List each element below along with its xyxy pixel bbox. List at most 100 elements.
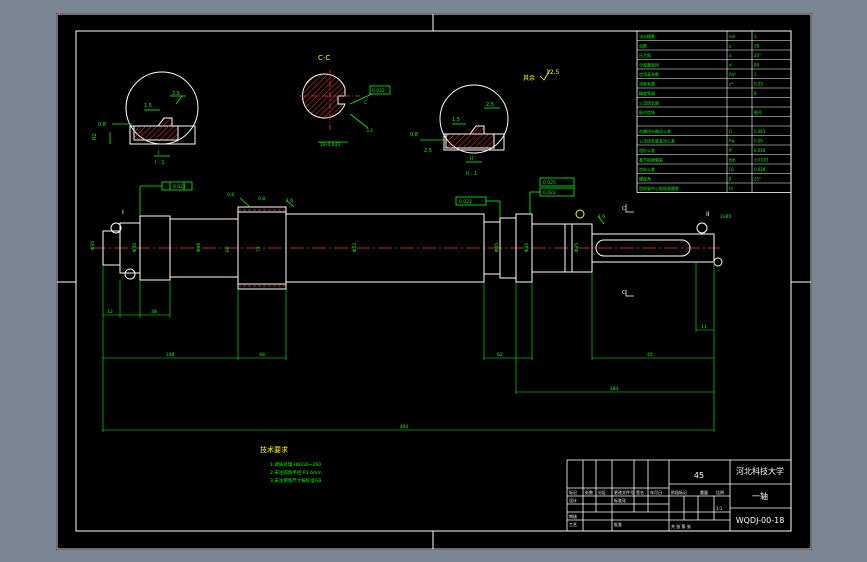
param-cell: 0.05 xyxy=(754,139,763,144)
param-cell: 84 xyxy=(754,63,760,68)
svg-text:C: C xyxy=(622,206,626,212)
svg-text:重量: 重量 xyxy=(700,489,708,495)
detail-view-I: 0.8 R2 1.5 2.5 I I : 1 xyxy=(92,71,199,166)
svg-text:Φ35: Φ35 xyxy=(90,241,96,250)
svg-text:0.022: 0.022 xyxy=(459,199,472,205)
svg-text:2xB5: 2xB5 xyxy=(720,214,732,220)
svg-text:1.调质处理 HB230~260: 1.调质处理 HB230~260 xyxy=(270,461,321,468)
svg-text:0.8: 0.8 xyxy=(227,192,234,198)
material: 45 xyxy=(694,471,704,480)
param-cell: 0.063 xyxy=(754,129,766,134)
svg-text:1:1: 1:1 xyxy=(716,506,723,511)
svg-text:共 张 第 张: 共 张 第 张 xyxy=(671,523,691,529)
svg-text:年月日: 年月日 xyxy=(650,489,662,495)
param-cell: d xyxy=(729,63,732,68)
svg-text:更改文件号: 更改文件号 xyxy=(614,489,634,495)
param-cell: β xyxy=(729,177,732,182)
svg-text:阶段标记: 阶段标记 xyxy=(671,489,687,495)
param-cell: 基节极限偏差 xyxy=(639,157,663,163)
param-cell: 公法线长度 xyxy=(639,100,659,106)
detail-view-II: 0.8 2.5 1.5 2.5 II II : 1 xyxy=(410,84,509,177)
svg-text:Φ40: Φ40 xyxy=(524,243,530,252)
param-cell: 齿顶高系数 xyxy=(639,71,659,77)
svg-text:Φ40: Φ40 xyxy=(132,243,138,252)
svg-text:C: C xyxy=(622,290,626,296)
svg-text:45: 45 xyxy=(647,352,653,358)
svg-text:签名: 签名 xyxy=(636,489,644,495)
svg-text:2.5: 2.5 xyxy=(172,91,180,97)
param-cell: Fr xyxy=(729,129,733,134)
svg-text:处数: 处数 xyxy=(585,489,593,495)
svg-text:18-0.043: 18-0.043 xyxy=(320,142,340,148)
param-cell: 0.028 xyxy=(754,167,766,172)
svg-text:0.025: 0.025 xyxy=(543,180,556,186)
balloon-right: II xyxy=(706,211,710,218)
svg-text:3.未注倒角尺寸按标准GB: 3.未注倒角尺寸按标准GB xyxy=(270,477,321,484)
param-cell: 顶隙系数 xyxy=(639,81,655,87)
svg-text:技术要求: 技术要求 xyxy=(260,445,288,454)
param-cell: α xyxy=(729,53,732,58)
param-cell: 压力角 xyxy=(639,52,651,58)
param-cell: ±0.021 xyxy=(754,158,769,163)
svg-text:0.8: 0.8 xyxy=(98,122,106,128)
technical-requirements: 技术要求 1.调质处理 HB230~260 2.未注圆角半径 R1.6mm 3.… xyxy=(260,445,322,484)
svg-text:设计: 设计 xyxy=(569,497,577,503)
param-cell: 齿数 xyxy=(639,43,647,49)
svg-text:工艺: 工艺 xyxy=(569,522,577,527)
param-cell: Fβ xyxy=(729,167,734,172)
svg-text:1.5: 1.5 xyxy=(452,117,460,123)
svg-text:0.022: 0.022 xyxy=(173,184,186,190)
svg-text:审核: 审核 xyxy=(569,513,577,519)
param-cell: 0.018 xyxy=(754,148,766,153)
svg-text:12: 12 xyxy=(107,309,113,315)
param-cell: 28 xyxy=(754,44,760,49)
svg-text:R2: R2 xyxy=(92,133,98,140)
param-cell: fa xyxy=(729,186,733,191)
param-cell: 齿形公差 xyxy=(639,147,655,153)
svg-text:3.2: 3.2 xyxy=(366,128,373,134)
svg-text:1.6: 1.6 xyxy=(286,198,293,204)
svg-text:分区: 分区 xyxy=(598,489,606,495)
svg-text:62: 62 xyxy=(497,352,503,358)
svg-text:其余: 其余 xyxy=(523,74,535,82)
drawing-number: WQDJ-00-18 xyxy=(736,516,785,525)
part-name: 一轴 xyxy=(752,491,768,501)
svg-text:Φ46: Φ46 xyxy=(196,243,202,252)
frame-center-marks xyxy=(57,14,811,549)
param-cell: mn xyxy=(729,34,736,39)
param-cell: 齿轮副中心距极限偏差 xyxy=(639,185,679,191)
section-label: C-C xyxy=(318,54,330,62)
svg-text:Φ52: Φ52 xyxy=(352,243,358,252)
shaft-main-view: I II C C 0.022 0.022 0.025 xyxy=(90,177,732,432)
param-cell: 齿圈径向跳动公差 xyxy=(639,128,671,134)
school-name: 河北科技大学 xyxy=(736,466,784,476)
svg-text:批准: 批准 xyxy=(614,521,622,527)
param-cell: 20° xyxy=(754,53,761,58)
svg-text:C: C xyxy=(364,100,367,106)
detail-scale-left: I : 1 xyxy=(155,160,165,166)
svg-text:2.5: 2.5 xyxy=(486,102,494,108)
param-cell: 齿向公差 xyxy=(639,166,655,172)
param-cell: 0.25 xyxy=(754,82,763,87)
svg-text:1.6: 1.6 xyxy=(598,214,605,220)
param-cell: ha* xyxy=(729,72,736,77)
svg-text:72: 72 xyxy=(256,246,262,252)
svg-text:2.5: 2.5 xyxy=(424,148,432,154)
svg-text:48: 48 xyxy=(259,352,265,358)
detail-tag-left: I xyxy=(158,150,159,156)
svg-text:12.5: 12.5 xyxy=(546,69,560,76)
svg-text:384: 384 xyxy=(610,386,619,392)
title-block: 45 河北科技大学 一轴 WQDJ-00-18 标记 处数 分区 更改文件号 签… xyxy=(566,459,792,532)
svg-text:标记: 标记 xyxy=(569,489,577,495)
param-cell: 图号 xyxy=(754,109,762,115)
svg-text:60: 60 xyxy=(225,246,231,252)
svg-text:11: 11 xyxy=(701,324,707,330)
param-cell: 精度等级 xyxy=(639,90,655,96)
param-cell: c* xyxy=(729,82,733,87)
svg-text:1.5: 1.5 xyxy=(144,103,152,109)
svg-text:494: 494 xyxy=(400,424,409,430)
param-cell: fpb xyxy=(729,158,736,163)
